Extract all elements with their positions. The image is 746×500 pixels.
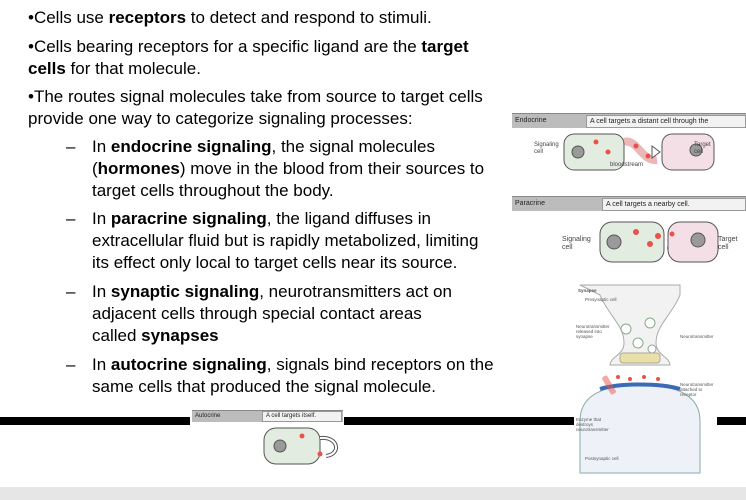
paracrine-line1: In paracrine signaling, the ligand diffu… xyxy=(92,208,431,230)
text: Signaling xyxy=(534,142,559,148)
dash: – xyxy=(66,137,76,156)
bullet-routes-line1: •The routes signal molecules take from s… xyxy=(28,87,483,106)
bullet-target-cells-line1: •Cells bearing receptors for a specific … xyxy=(28,36,469,58)
text: In xyxy=(92,137,111,156)
postsynaptic-label: Postsynaptic cell xyxy=(585,456,619,461)
bold-text: cells xyxy=(28,59,66,78)
text: synapse xyxy=(576,334,593,339)
text: ) move in the blood from their sources t… xyxy=(179,159,485,178)
text: released into xyxy=(576,329,602,334)
bold-text: target xyxy=(421,37,469,56)
text: neurotransmitter xyxy=(576,427,609,432)
endocrine-target-label: Target cell xyxy=(694,142,711,156)
footer-strip xyxy=(0,487,746,500)
enzyme-label: Enzyme that destroys neurotransmitter xyxy=(576,417,609,432)
autocrine-diagram xyxy=(263,427,338,465)
bold-text: endocrine signaling xyxy=(110,137,272,156)
autocrine-header: Autocrine A cell targets itself. xyxy=(192,410,343,422)
text: receptor xyxy=(680,392,697,397)
synaptic-line2: adjacent cells through special contact a… xyxy=(92,304,422,323)
text: In xyxy=(92,282,111,301)
dash: – xyxy=(66,355,76,374)
bold-text: hormones xyxy=(97,159,180,178)
dash: – xyxy=(66,209,76,228)
text: Target xyxy=(718,236,738,243)
text: attached to xyxy=(680,387,703,392)
synapse-diagram xyxy=(579,284,701,474)
synaptic-line1: In synaptic signaling, neurotransmitters… xyxy=(92,281,452,303)
paracrine-target-label: Target cell xyxy=(718,236,737,252)
paracrine-label: Paracrine xyxy=(515,200,545,207)
endocrine-signaling-label: Signaling cell xyxy=(534,142,559,156)
endocrine-line1: In endocrine signaling, the signal molec… xyxy=(92,136,435,158)
text: cell xyxy=(534,149,544,155)
text: Target xyxy=(694,142,711,148)
text: •Cells bearing receptors for a specific … xyxy=(28,37,422,56)
nt-released-label: Neurotransmitter released into synapse xyxy=(576,324,610,339)
dash: – xyxy=(66,282,76,301)
text: cell xyxy=(562,244,573,251)
text: cell xyxy=(718,244,729,251)
endocrine-header: Endocrine A cell targets a distant cell … xyxy=(512,113,746,136)
nt-vesicle-label: Neurotransmitter xyxy=(680,334,714,339)
paracrine-line2: extracellular fluid but is rapidly metab… xyxy=(92,231,479,250)
text: Enzyme that xyxy=(576,417,602,422)
paracrine-diagram xyxy=(599,221,719,263)
bold-text: autocrine signaling xyxy=(110,355,267,374)
text: called xyxy=(92,326,142,345)
divider-bar-right xyxy=(717,417,746,425)
bold-text: paracrine signaling xyxy=(110,209,267,228)
synapse-title: Synapse xyxy=(578,288,597,293)
text: Neurotransmitter xyxy=(576,324,610,329)
text: , neurotransmitters act on xyxy=(259,282,452,301)
autocrine-line1: In autocrine signaling, signals bind rec… xyxy=(92,354,494,376)
paracrine-caption: A cell targets a nearby cell. xyxy=(602,198,746,211)
bullet-receptors: •Cells use receptors to detect and respo… xyxy=(28,7,432,29)
divider-bar-left xyxy=(0,417,190,425)
paracrine-line3: its effect only local to target cells ne… xyxy=(92,253,458,272)
text: cell xyxy=(694,149,704,155)
text: to detect and respond to stimuli. xyxy=(186,8,432,27)
autocrine-line2: same cells that produced the signal mole… xyxy=(92,377,436,396)
bullet-target-cells-line2: cells for that molecule. xyxy=(28,58,201,80)
bold-text: synapses xyxy=(141,326,219,345)
text: , signals bind receptors on the xyxy=(266,355,494,374)
text: •Cells use xyxy=(28,8,109,27)
autocrine-label: Autocrine xyxy=(195,413,221,419)
paracrine-header: Paracrine A cell targets a nearby cell. xyxy=(512,196,746,211)
bloodstream-label: bloodstream xyxy=(610,162,644,168)
synaptic-line3: called synapses xyxy=(92,325,219,347)
divider-bar-middle xyxy=(344,417,574,425)
text: , the signal molecules xyxy=(271,137,435,156)
text: ( xyxy=(92,159,98,178)
text: In xyxy=(92,209,111,228)
text: Signaling xyxy=(562,236,591,243)
text: Neurotransmitter xyxy=(680,382,714,387)
endocrine-caption: A cell targets a distant cell through th… xyxy=(586,115,746,136)
text: for that molecule. xyxy=(65,59,201,78)
endocrine-diagram xyxy=(563,133,715,171)
paracrine-signaling-label: Signaling cell xyxy=(562,236,591,252)
endocrine-line2: (hormones) move in the blood from their … xyxy=(92,158,484,180)
text: In xyxy=(92,355,111,374)
autocrine-caption: A cell targets itself. xyxy=(262,411,342,422)
bullet-routes-line2: provide one way to categorize signaling … xyxy=(28,109,413,128)
text: destroys xyxy=(576,422,594,427)
presynaptic-label: Presynaptic cell xyxy=(585,297,617,302)
text: , the ligand diffuses in xyxy=(266,209,431,228)
bold-text: synaptic signaling xyxy=(110,282,260,301)
endocrine-label: Endocrine xyxy=(515,117,547,124)
endocrine-line3: target cells throughout the body. xyxy=(92,181,334,200)
slide: •Cells use receptors to detect and respo… xyxy=(0,7,746,474)
nt-attached-label: Neurotransmitter attached to receptor xyxy=(680,382,714,397)
bold-text: receptors xyxy=(108,8,187,27)
